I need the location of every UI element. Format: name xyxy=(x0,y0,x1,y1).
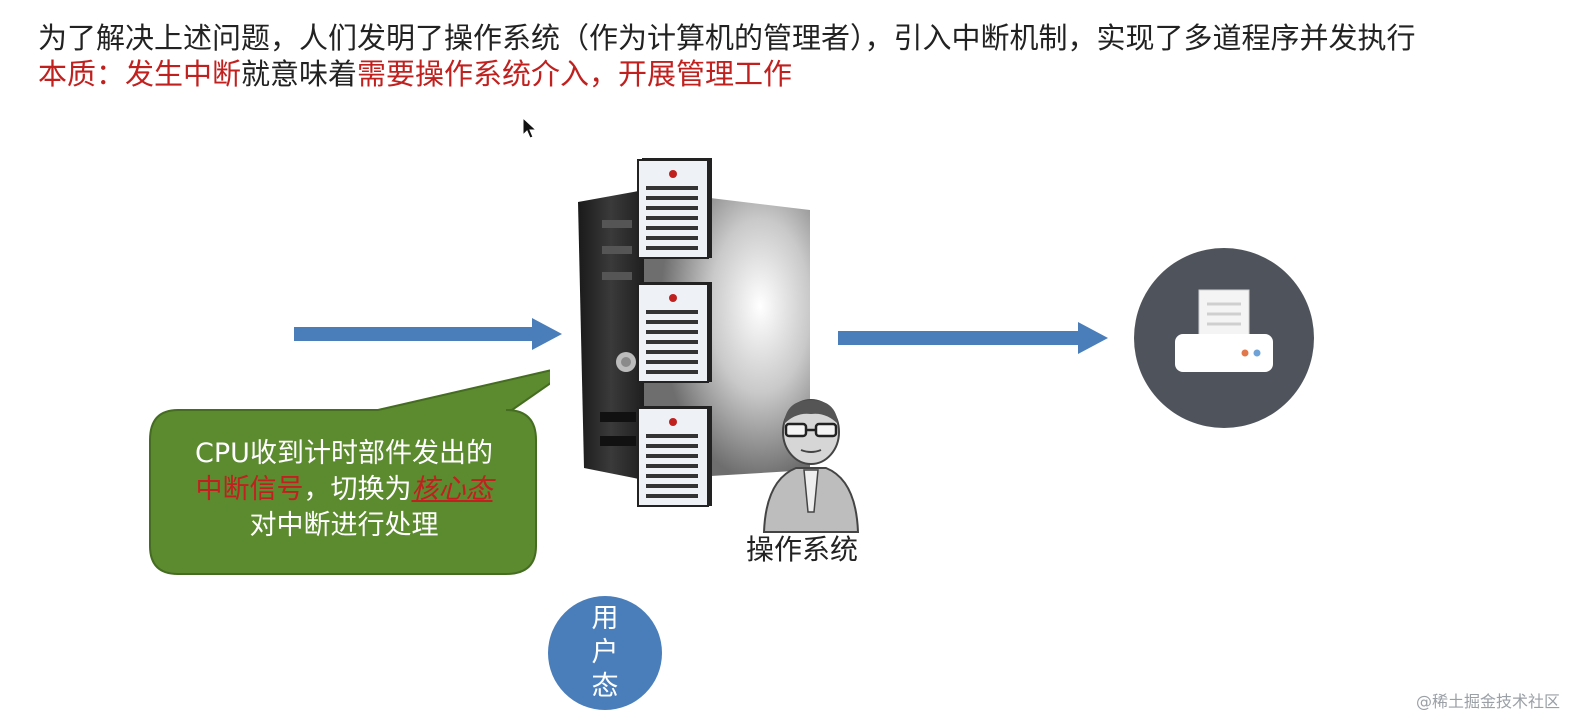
bubble-line-1: CPU收到计时部件发出的 xyxy=(195,438,493,469)
document-icon xyxy=(637,406,712,507)
essence-label: 本质：发生中断 xyxy=(38,57,242,91)
heading-line-1: 为了解决上述问题，人们发明了操作系统（作为计算机的管理者），引入中断机制，实现了… xyxy=(38,21,1416,55)
server-tower-icon xyxy=(578,190,810,480)
essence-description: 需要操作系统介入，开展管理工作 xyxy=(357,57,793,91)
user-mode-char-1: 用 xyxy=(591,603,619,634)
user-mode-char-2: 户 xyxy=(591,637,619,668)
operating-system-person-icon xyxy=(762,399,860,533)
os-label: 操作系统 xyxy=(746,533,859,566)
essence-connector: 就意味着 xyxy=(241,57,358,91)
input-arrow xyxy=(294,318,562,350)
user-mode-char-3: 态 xyxy=(591,671,619,702)
document-icon xyxy=(637,282,712,383)
kernel-mode-text: 核心态 xyxy=(411,474,493,505)
document-icon xyxy=(637,158,712,259)
mouse-pointer-icon xyxy=(522,117,538,139)
bubble-text: CPU收到计时部件发出的 中断信号，切换为核心态 对中断进行处理 xyxy=(150,436,538,544)
speech-bubble xyxy=(149,369,550,575)
switch-text: ，切换为 xyxy=(303,474,412,505)
heading-line-2: 本质：发生中断就意味着需要操作系统介入，开展管理工作 xyxy=(38,54,792,94)
bubble-line-2: 中断信号，切换为核心态 xyxy=(150,472,538,508)
output-arrow xyxy=(838,322,1108,354)
interrupt-signal-text: 中断信号 xyxy=(195,474,304,505)
watermark: @稀土掘金技术社区 xyxy=(1415,692,1560,711)
user-mode-badge: 用 户 态 xyxy=(548,596,662,710)
printer-icon xyxy=(1134,248,1314,428)
bubble-line-3: 对中断进行处理 xyxy=(249,510,439,541)
